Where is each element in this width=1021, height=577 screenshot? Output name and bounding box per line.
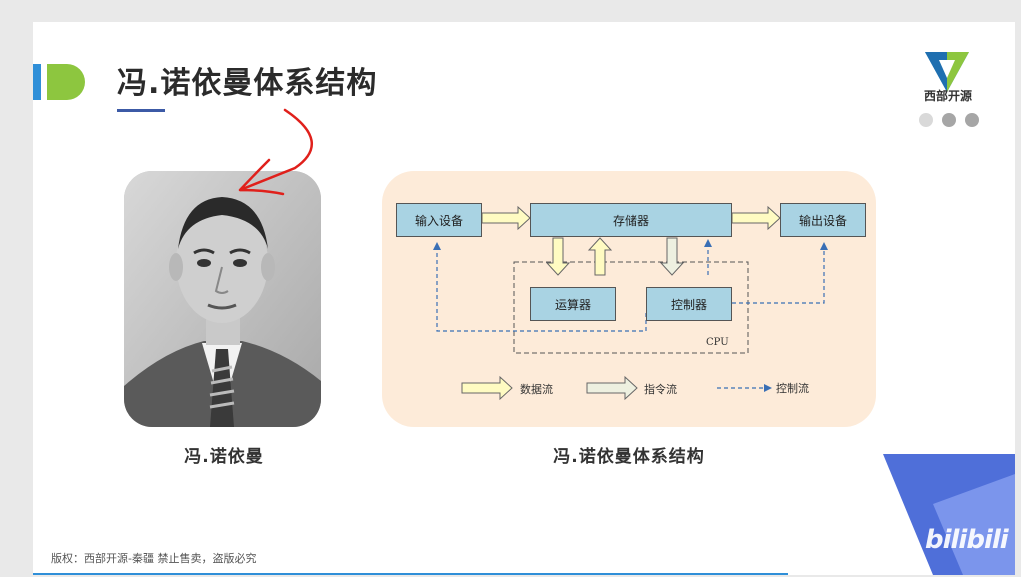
alu-box: 运算器 xyxy=(530,287,616,321)
legend-instruction-flow: 指令流 xyxy=(644,381,677,397)
portrait-image xyxy=(124,171,321,427)
section-mark-bar xyxy=(33,64,41,100)
diagram-caption: 冯.诺依曼体系结构 xyxy=(382,442,876,467)
brand-name: 西部开源 xyxy=(913,87,983,104)
bilibili-watermark: bilibili xyxy=(925,525,1008,555)
legend-data-flow: 数据流 xyxy=(520,381,553,397)
slide: 冯.诺依曼体系结构 西部开源 xyxy=(33,22,1015,575)
cpu-label: CPU xyxy=(706,337,729,348)
section-mark-d xyxy=(47,64,85,100)
input-device-box: 输入设备 xyxy=(396,203,482,237)
data-flow-arrow xyxy=(482,207,530,229)
memory-box: 存储器 xyxy=(530,203,732,237)
data-flow-arrow xyxy=(732,207,780,229)
dot-icon xyxy=(919,113,933,127)
portrait-caption: 冯.诺依曼 xyxy=(124,442,324,467)
bottom-accent-line xyxy=(33,573,788,575)
page-title: 冯.诺依曼体系结构 xyxy=(117,58,377,102)
portrait-photo xyxy=(124,171,321,427)
page-dots xyxy=(919,112,983,131)
controller-box: 控制器 xyxy=(646,287,732,321)
dot-icon xyxy=(942,113,956,127)
watermark-author: 秦疆 xyxy=(825,535,855,556)
output-device-box: 输出设备 xyxy=(780,203,866,237)
corner-decoration xyxy=(873,444,1015,575)
dot-icon xyxy=(965,113,979,127)
legend-control-flow: 控制流 xyxy=(776,380,809,396)
architecture-diagram: 输入设备 存储器 输出设备 运算器 控制器 CPU 数据流 指令流 控制流 xyxy=(382,171,876,427)
copyright-footer: 版权：西部开源-秦疆 禁止售卖，盗版必究 xyxy=(51,550,256,566)
title-underline xyxy=(117,109,165,112)
